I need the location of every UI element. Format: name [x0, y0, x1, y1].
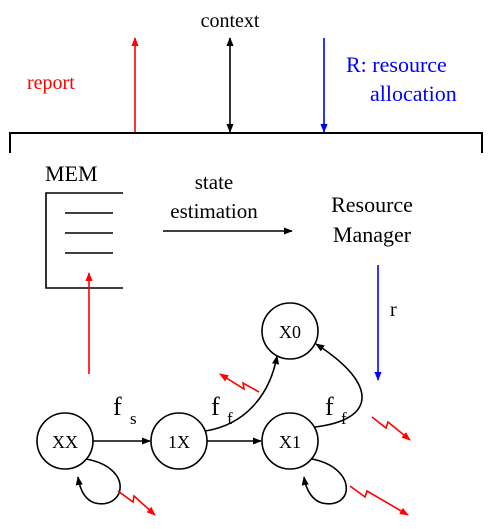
state-node-x0: X0 [261, 302, 319, 360]
transition-label-fs-sub: s [130, 409, 137, 428]
r-label: r [390, 299, 397, 321]
mem-box [45, 192, 123, 289]
state-label-line2: estimation [170, 199, 258, 223]
system-boundary [9, 132, 483, 153]
state-label-1x: 1X [168, 432, 190, 452]
resource-manager-line2: Manager [333, 222, 412, 247]
state-label-x1: X1 [279, 432, 301, 452]
state-node-x1: X1 [261, 412, 319, 470]
self-loop-xx [75, 458, 121, 505]
self-loop-x1 [301, 458, 348, 505]
transition-x1-x0 [314, 343, 363, 428]
resource-label-line2: allocation [370, 81, 457, 106]
mem-label: MEM [45, 161, 98, 186]
state-label-line1: state [195, 170, 233, 194]
transition-label-ff2: f [325, 392, 334, 421]
failure-arrow-x1-loop [349, 485, 409, 516]
failure-arrow-1x-x0 [219, 373, 260, 393]
failure-arrow-xx [117, 490, 156, 516]
resource-label-line1: R: resource [346, 52, 447, 77]
transition-label-fs: f [113, 392, 122, 421]
transition-label-ff2-sub: f [341, 409, 347, 428]
failure-arrow-x1 [371, 416, 411, 441]
transition-label-ff1: f [211, 392, 220, 421]
state-node-xx: XX [36, 412, 94, 470]
state-node-1x: 1X [150, 412, 208, 470]
state-label-xx: XX [52, 432, 78, 452]
resource-manager-line1: Resource [331, 192, 413, 217]
report-label: report [27, 72, 75, 94]
context-label: context [201, 10, 260, 32]
state-label-x0: X0 [279, 322, 301, 342]
transition-1x-x0 [204, 355, 280, 432]
transition-label-ff1-sub: f [227, 409, 233, 428]
